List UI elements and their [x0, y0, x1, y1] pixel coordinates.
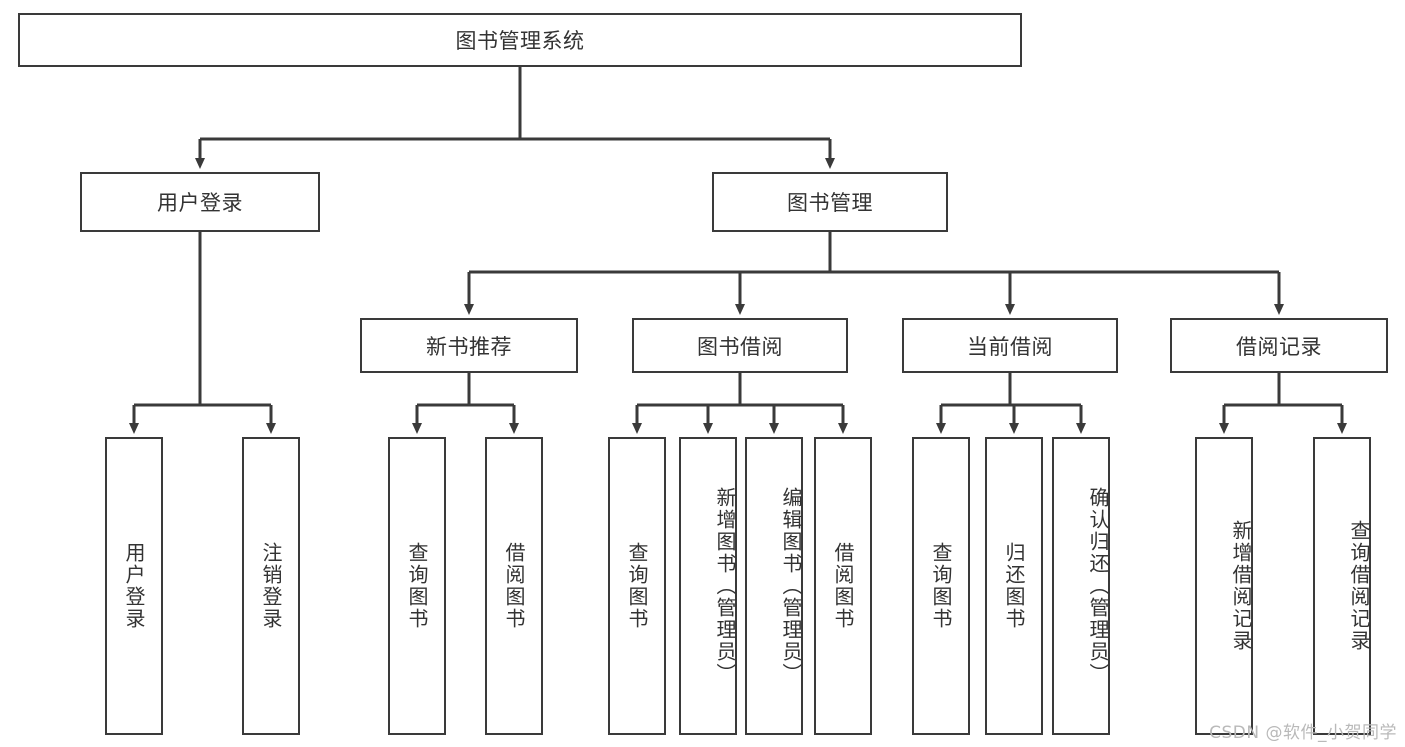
node-label: 用户登录 [122, 542, 146, 630]
node-label: 查询图书 [405, 542, 429, 630]
node-label: 图书管理 [787, 191, 873, 215]
node-label: 新增图书（管理员） [713, 487, 737, 685]
node-label: 确认归还（管理员） [1086, 487, 1110, 685]
node-user-login: 用户登录 [80, 172, 320, 232]
node-leaf-user-login: 用户登录 [105, 437, 163, 735]
node-root: 图书管理系统 [18, 13, 1022, 67]
node-leaf-logout: 注销登录 [242, 437, 300, 735]
node-label: 借阅记录 [1236, 334, 1322, 359]
node-leaf-query-book-3: 查询图书 [912, 437, 970, 735]
node-new-book-rec: 新书推荐 [360, 318, 578, 373]
node-leaf-add-record: 新增借阅记录 [1195, 437, 1253, 735]
node-label: 借阅图书 [502, 542, 526, 630]
node-label: 注销登录 [259, 542, 283, 630]
node-book-manage: 图书管理 [712, 172, 948, 232]
node-label: 新增借阅记录 [1229, 520, 1253, 652]
node-borrow-record: 借阅记录 [1170, 318, 1388, 373]
node-leaf-query-book-2: 查询图书 [608, 437, 666, 735]
node-leaf-borrow-book-2: 借阅图书 [814, 437, 872, 735]
node-leaf-confirm-return: 确认归还（管理员） [1052, 437, 1110, 735]
node-label: 查询借阅记录 [1347, 520, 1371, 652]
node-label: 用户登录 [157, 191, 243, 215]
node-book-borrow: 图书借阅 [632, 318, 848, 373]
node-label: 当前借阅 [967, 334, 1053, 359]
node-leaf-add-book: 新增图书（管理员） [679, 437, 737, 735]
node-leaf-edit-book: 编辑图书（管理员） [745, 437, 803, 735]
node-leaf-query-record: 查询借阅记录 [1313, 437, 1371, 735]
node-current-borrow: 当前借阅 [902, 318, 1118, 373]
node-label: 编辑图书（管理员） [779, 487, 803, 685]
node-leaf-return-book: 归还图书 [985, 437, 1043, 735]
node-label: 图书借阅 [697, 334, 783, 359]
node-label: 图书管理系统 [455, 29, 585, 53]
node-label: 新书推荐 [426, 334, 512, 359]
watermark-label: CSDN @软件_小贺同学 [1209, 723, 1397, 743]
node-label: 归还图书 [1002, 542, 1026, 630]
node-label: 查询图书 [625, 542, 649, 630]
node-leaf-borrow-book-1: 借阅图书 [485, 437, 543, 735]
node-label: 借阅图书 [831, 542, 855, 630]
node-label: 查询图书 [929, 542, 953, 630]
node-leaf-query-book-1: 查询图书 [388, 437, 446, 735]
